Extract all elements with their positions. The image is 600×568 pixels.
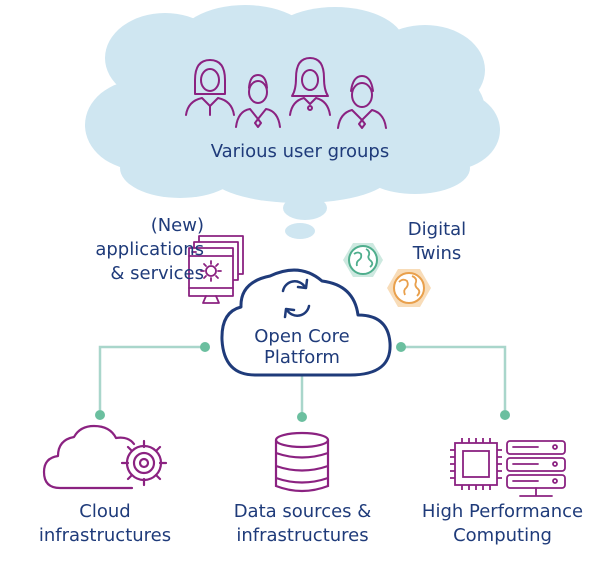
user-male-icon — [235, 74, 281, 128]
cloud-infrastructures-label-line: infrastructures — [38, 525, 172, 546]
thought-bubbles — [283, 196, 327, 239]
globe-icon — [343, 243, 383, 277]
user-male-icon — [337, 75, 387, 129]
platform-label: Open Core Platform — [232, 326, 372, 368]
user-female-icon — [289, 57, 331, 116]
digital-twins-label: Digital Twins — [392, 218, 482, 266]
cloud-infrastructures-label-line: Cloud — [79, 501, 131, 522]
server-icon — [506, 440, 566, 497]
globe-icon — [387, 269, 431, 307]
cloud-gear-icon — [42, 424, 168, 490]
hpc-label-line: High Performance — [421, 501, 584, 522]
data-sources-label: Data sources & infrastructures — [215, 500, 390, 548]
applications-label-line: applications — [95, 239, 204, 260]
cpu-chip-icon — [450, 438, 502, 490]
cloud-infrastructures-label: Cloud infrastructures — [10, 500, 200, 548]
database-icon — [274, 431, 330, 493]
digital-twins-label-line: Digital — [407, 219, 467, 240]
hpc-label-line: Computing — [453, 525, 552, 546]
applications-label-line: (New) — [150, 215, 204, 236]
digital-twins-label-line: Twins — [412, 243, 462, 264]
platform-label-line: Open Core — [254, 326, 350, 347]
user-groups-cloud — [85, 5, 500, 203]
user-female-icon — [185, 59, 235, 116]
user-groups-label: Various user groups — [210, 141, 390, 162]
platform-cloud — [220, 268, 392, 377]
applications-label-line: & services — [110, 263, 204, 284]
app-window-gear-icon — [188, 235, 244, 304]
platform-label-line: Platform — [264, 347, 340, 368]
data-sources-label-line: Data sources & — [233, 501, 372, 522]
hpc-label: High Performance Computing — [410, 500, 595, 548]
sync-arrows-icon — [281, 278, 311, 319]
data-sources-label-line: infrastructures — [236, 525, 369, 546]
applications-label: (New) applications & services — [68, 214, 204, 286]
